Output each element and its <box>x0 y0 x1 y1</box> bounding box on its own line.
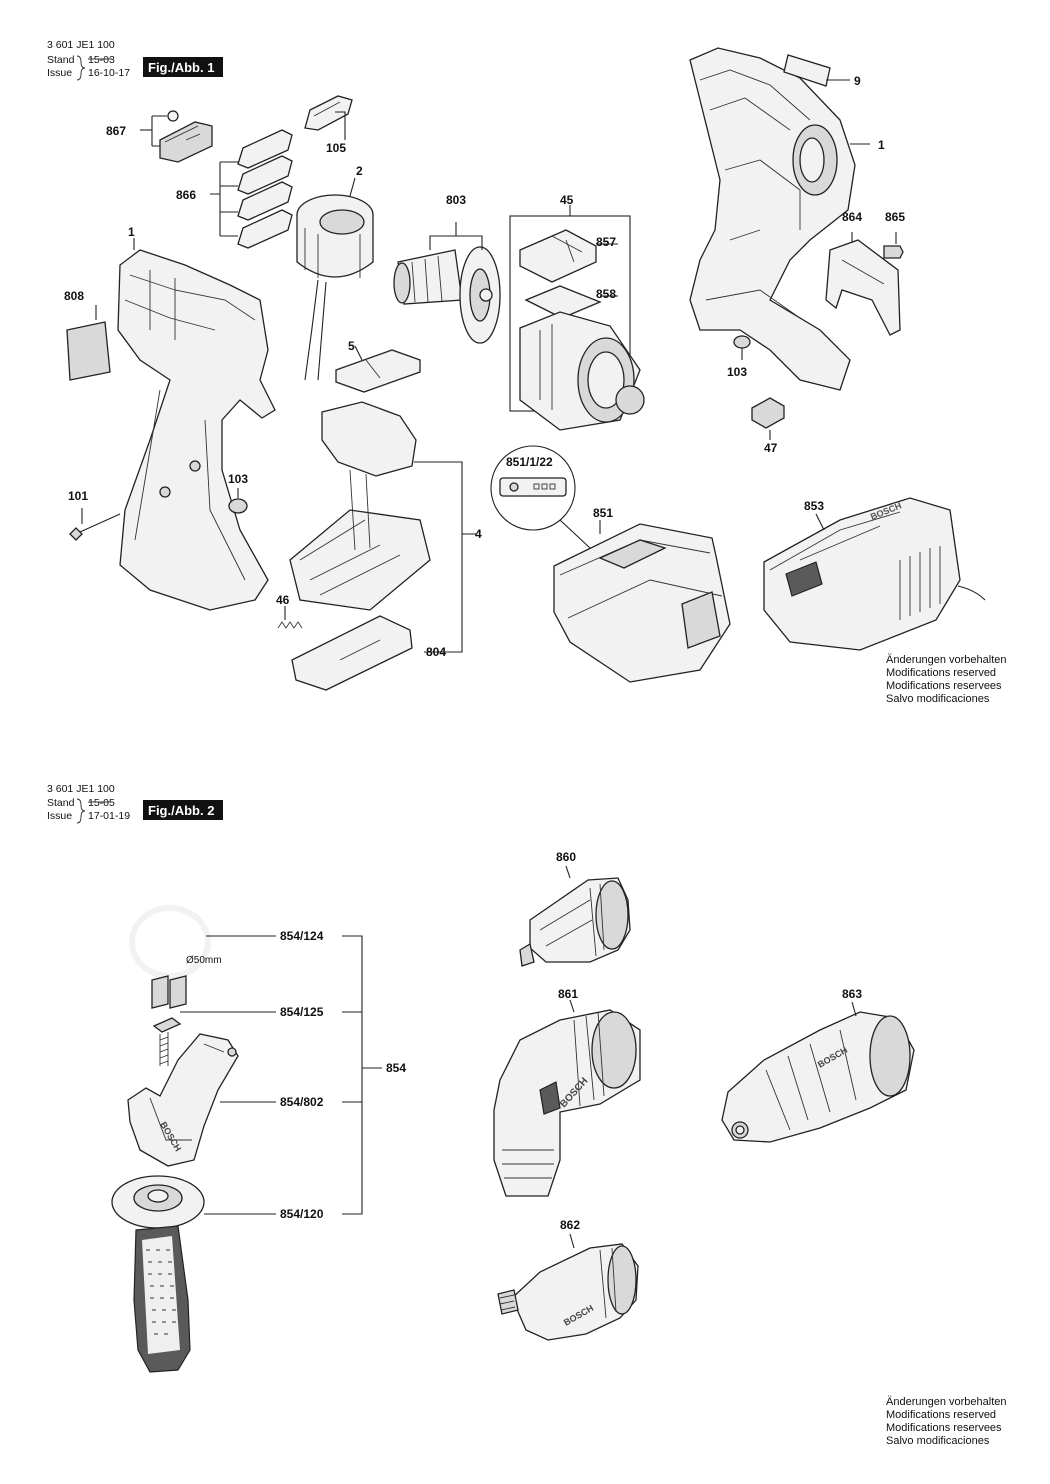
callout-103-right: 103 <box>727 365 747 379</box>
figure2-doc-number: 3 601 JE1 100 <box>47 783 115 795</box>
figure1-issue-value: 16-10-17 <box>88 67 130 79</box>
callout-863: 863 <box>842 987 862 1001</box>
callout-858: 858 <box>596 287 616 301</box>
part-854-124-clamp: Ø50mm <box>129 905 276 1009</box>
callout-866: 866 <box>176 188 196 202</box>
callout-854-124: 854/124 <box>280 929 324 943</box>
figure2-issue-value: 17-01-19 <box>88 810 130 822</box>
clamp-diameter: Ø50mm <box>186 955 222 966</box>
figure1-disclaimer: Änderungen vorbehalten Modifications res… <box>886 654 1006 705</box>
part-1-housing-right <box>689 47 870 391</box>
part-103-nut-left <box>228 488 248 514</box>
figure2-stand-label: Stand <box>47 797 75 809</box>
callout-862: 862 <box>560 1218 580 1232</box>
figure2-tag-box <box>143 800 223 820</box>
callout-864: 864 <box>842 210 862 224</box>
figure1-tag: Fig./Abb. 1 <box>148 60 214 75</box>
part-861-angle-adapter: BOSCH <box>493 999 641 1197</box>
callout-854-120: 854/120 <box>280 1207 324 1221</box>
callout-808: 808 <box>64 289 84 303</box>
bracket-854 <box>342 935 382 1215</box>
figure1-doc-number: 3 601 JE1 100 <box>47 39 115 51</box>
part-47-pad <box>751 397 785 440</box>
callout-853: 853 <box>804 499 824 513</box>
callout-46: 46 <box>276 593 290 607</box>
part-854-120-handle <box>111 1175 276 1373</box>
callout-857: 857 <box>596 235 616 249</box>
callout-851-1-22: 851/1/22 <box>506 455 553 469</box>
part-851-battery <box>553 520 731 683</box>
callout-854: 854 <box>386 1061 406 1075</box>
part-854-802-mount: BOSCH <box>127 1033 276 1167</box>
callout-47: 47 <box>764 441 778 455</box>
callout-4: 4 <box>475 527 482 541</box>
figure1-stand-value: 15-03 <box>88 54 115 66</box>
part-4-electronics <box>289 401 476 653</box>
callout-9: 9 <box>854 74 861 88</box>
detail-851-1-22 <box>490 445 591 549</box>
part-105-cover <box>304 95 353 140</box>
callout-45: 45 <box>560 193 574 207</box>
callout-861: 861 <box>558 987 578 1001</box>
callout-854-125: 854/125 <box>280 1005 324 1019</box>
figure1-stand-label: Stand <box>47 54 75 66</box>
part-101-screw <box>69 508 121 541</box>
part-1-housing-left <box>117 238 276 611</box>
part-865-screw <box>883 232 904 259</box>
part-808-label <box>66 305 111 381</box>
figure2-callouts: 860 854/124 861 863 854/125 854 854/802 … <box>280 850 862 1232</box>
disclaimer-2-es: Salvo modificaciones <box>886 1435 990 1447</box>
callout-865: 865 <box>885 210 905 224</box>
part-45-gearbox <box>509 205 645 431</box>
disclaimer-2-de: Änderungen vorbehalten <box>886 1396 1006 1408</box>
part-803-armature <box>393 222 501 344</box>
figure1-header: 3 601 JE1 100 Stand Issue 15-03 16-10-17… <box>47 39 223 81</box>
part-866-clips <box>210 129 293 249</box>
part-46-spring <box>277 606 303 629</box>
part-103-nut-right <box>733 335 751 360</box>
callout-854-802: 854/802 <box>280 1095 324 1109</box>
callout-103-left: 103 <box>228 472 248 486</box>
figure1-issue-label: Issue <box>47 67 72 79</box>
figure1-callouts: 9 1 867 105 866 2 803 45 857 858 864 865… <box>64 74 905 659</box>
disclaimer-1-fr: Modifications reservees <box>886 680 1002 692</box>
part-862-screwdriver-adapter: BOSCH <box>497 1233 639 1341</box>
part-860-chuck <box>519 865 631 967</box>
callout-101: 101 <box>68 489 88 503</box>
disclaimer-2-fr: Modifications reservees <box>886 1422 1002 1434</box>
part-867-knob <box>140 110 213 163</box>
figure2-disclaimer: Änderungen vorbehalten Modifications res… <box>886 1396 1006 1447</box>
part-2-stator <box>296 177 374 381</box>
part-853-charger: BOSCH <box>763 497 986 651</box>
part-5-slider <box>335 345 421 393</box>
callout-867: 867 <box>106 124 126 138</box>
figure2-header: 3 601 JE1 100 Stand Issue 15-05 17-01-19… <box>47 783 223 824</box>
part-864-clip <box>825 232 901 336</box>
callout-804: 804 <box>426 645 446 659</box>
figure1-tag-box <box>143 57 223 77</box>
disclaimer-1-en: Modifications reserved <box>886 667 996 679</box>
callout-1-right: 1 <box>878 138 885 152</box>
callout-851: 851 <box>593 506 613 520</box>
callout-105: 105 <box>326 141 346 155</box>
callout-5: 5 <box>348 339 355 353</box>
part-854-125-bolt <box>152 1011 276 1066</box>
callout-803: 803 <box>446 193 466 207</box>
disclaimer-1-es: Salvo modificaciones <box>886 693 990 705</box>
figure2-tag: Fig./Abb. 2 <box>148 803 214 818</box>
disclaimer-1-de: Änderungen vorbehalten <box>886 654 1006 666</box>
callout-2: 2 <box>356 164 363 178</box>
figure2-stand-value: 15-05 <box>88 797 115 809</box>
part-863-sds-chuck: BOSCH <box>721 1001 915 1143</box>
figure1-brace <box>76 55 86 81</box>
part-804-plate <box>291 615 413 691</box>
figure2-brace <box>76 798 86 824</box>
callout-860: 860 <box>556 850 576 864</box>
disclaimer-2-en: Modifications reserved <box>886 1409 996 1421</box>
figure2-issue-label: Issue <box>47 810 72 822</box>
callout-1-left: 1 <box>128 225 135 239</box>
